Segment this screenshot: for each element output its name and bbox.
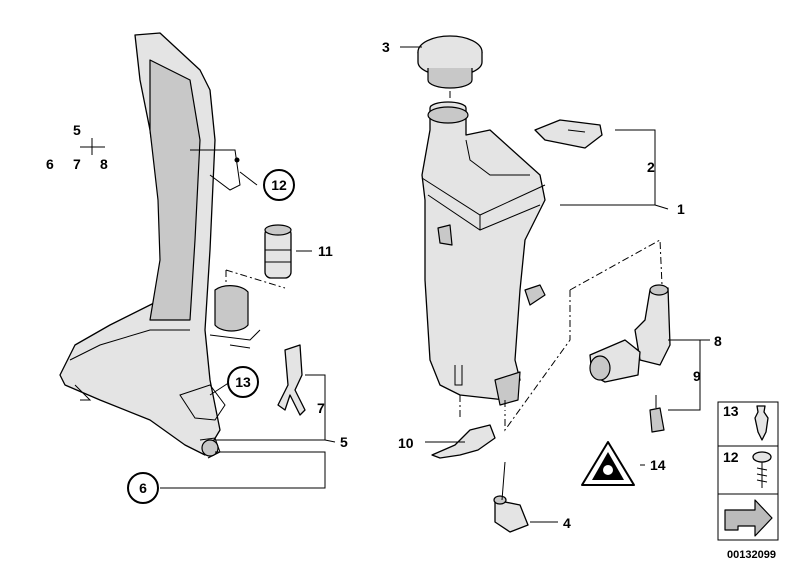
warning-label: [581, 441, 635, 486]
callout-5a: 5: [340, 434, 348, 450]
callout-4: 4: [563, 515, 571, 531]
assembly-lines: [225, 90, 663, 432]
expansion-tank: [421, 101, 546, 406]
callout-10: 10: [398, 435, 414, 451]
callout-8a: 8: [714, 333, 722, 349]
bracket-holder: [59, 32, 261, 459]
expanding-rivet-icon: [754, 405, 769, 441]
fastener-legend: 13 12: [717, 401, 779, 541]
callout-7b: 7: [73, 156, 81, 172]
callout-6a: 6: [139, 480, 147, 496]
tank-bracket-plate: [534, 119, 603, 149]
level-sensor: [589, 284, 671, 433]
arrow-icon: [724, 499, 773, 537]
callout-11: 11: [318, 243, 333, 259]
rubber-sleeve: [264, 224, 292, 279]
callout-13: 13: [235, 374, 251, 390]
legend-13-label: 13: [723, 403, 739, 419]
hose-connector: [493, 461, 529, 533]
screw-icon: [752, 451, 772, 463]
callout-14: 14: [650, 457, 666, 473]
callout-7a: 7: [317, 400, 325, 416]
expansion-tank-cap: [417, 35, 483, 89]
diagram-id: 00132099: [727, 549, 776, 561]
legend-12-label: 12: [723, 449, 739, 465]
circled-callouts: 12 13 6: [127, 169, 295, 504]
callout-8b: 8: [100, 156, 108, 172]
callouts: 3 1 2 11 7 5 8 9 10 4 14 5 6 7 8: [46, 39, 722, 531]
callout-1: 1: [677, 201, 685, 217]
callout-6b: 6: [46, 156, 54, 172]
callout-9: 9: [693, 368, 701, 384]
callout-3: 3: [382, 39, 390, 55]
callout-12: 12: [271, 177, 287, 193]
leader-lines: [80, 46, 710, 523]
spring-clip: [277, 344, 306, 416]
callout-2: 2: [647, 159, 655, 175]
callout-5b: 5: [73, 122, 81, 138]
